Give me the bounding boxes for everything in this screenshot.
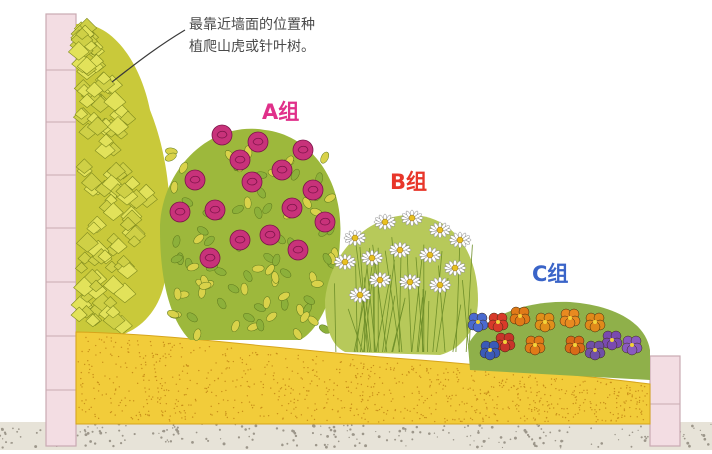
- rose-flower: [272, 160, 292, 180]
- pansy-flower: [510, 307, 530, 326]
- group-c-pansies: [468, 302, 650, 380]
- pansy-flower: [602, 331, 622, 350]
- annotation-line-1: 最靠近墙面的位置种: [189, 14, 315, 34]
- climbing-plant: [68, 18, 170, 335]
- pansy-flower: [480, 341, 500, 360]
- rose-flower: [242, 172, 262, 192]
- rose-flower: [260, 225, 280, 245]
- rose-flower: [248, 132, 268, 152]
- rose-flower: [303, 180, 323, 200]
- rose-flower: [200, 248, 220, 268]
- pansy-flower: [585, 341, 605, 360]
- group-b-daisies: [325, 210, 478, 355]
- pansy-flower: [525, 336, 545, 355]
- right-wall: [650, 356, 680, 446]
- rose-flower: [205, 200, 225, 220]
- left-wall: [46, 14, 76, 446]
- pansy-flower: [535, 313, 555, 332]
- group-c-label: C组: [532, 258, 568, 288]
- rose-flower: [230, 230, 250, 250]
- rose-flower: [170, 202, 190, 222]
- rose-flower: [315, 212, 335, 232]
- rose-flower: [185, 170, 205, 190]
- group-a-label: A组: [262, 96, 299, 126]
- rose-flower: [282, 198, 302, 218]
- pansy-flower: [468, 313, 488, 332]
- pansy-flower: [585, 313, 605, 332]
- rose-flower: [230, 150, 250, 170]
- rose-flower: [288, 240, 308, 260]
- group-b-label: B组: [390, 166, 427, 196]
- pansy-flower: [622, 336, 642, 355]
- pansy-flower: [565, 336, 585, 355]
- group-a-roses: [160, 125, 340, 341]
- rose-flower: [293, 140, 313, 160]
- annotation-line-2: 植爬山虎或针叶树。: [189, 36, 315, 56]
- rose-flower: [212, 125, 232, 145]
- pansy-flower: [488, 313, 508, 332]
- pansy-flower: [560, 309, 580, 328]
